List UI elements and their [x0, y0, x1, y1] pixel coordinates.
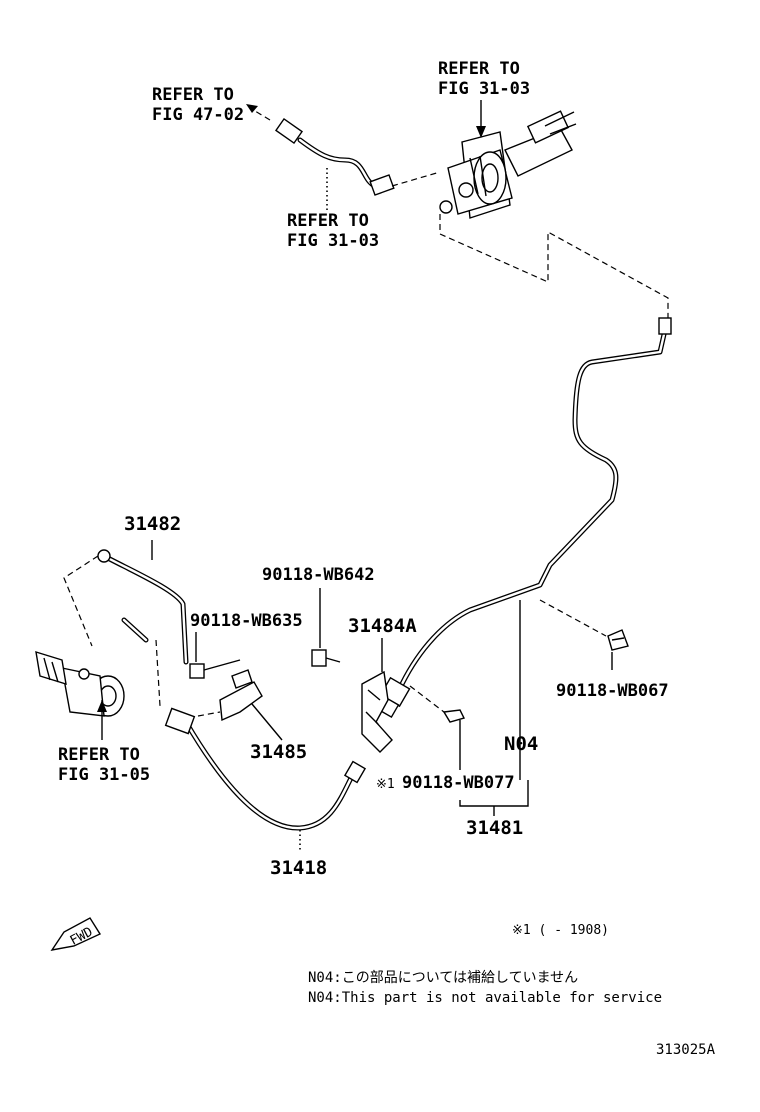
part-n04-label: N04 — [504, 733, 538, 755]
part-31481-label: 31481 — [466, 817, 523, 839]
wb077-note-mark: ※1 — [376, 777, 395, 792]
part-90118-wb642-label: 90118-WB642 — [262, 565, 375, 585]
part-31484a-label: 31484A — [348, 615, 417, 637]
part-31482-label: 31482 — [124, 513, 181, 535]
fwd-arrow: FWD — [50, 917, 102, 951]
footnote-range: ※1 ( - 1908) — [512, 923, 609, 938]
ref-fig-31-03-mid-line2: FIG 31-03 — [287, 231, 379, 251]
master-cylinder-assembly — [439, 110, 577, 219]
note-en: N04:This part is not available for servi… — [308, 990, 662, 1006]
part-90118-wb635-label: 90118-WB635 — [190, 611, 303, 631]
ref-fig-31-05-line1: REFER TO — [58, 745, 140, 765]
note-jp: N04:この部品については補給していません — [308, 970, 578, 986]
ref-fig-47-02-line2: FIG 47-02 — [152, 105, 244, 125]
bracket-31484a — [361, 670, 393, 753]
ref-fig-31-03-top-line1: REFER TO — [438, 59, 520, 79]
bolt-wb635 — [189, 659, 241, 679]
figure-code: 313025A — [656, 1042, 716, 1058]
part-31485-label: 31485 — [250, 741, 307, 763]
ref-fig-31-03-top-line2: FIG 31-03 — [438, 79, 530, 99]
ref-fig-31-05-line2: FIG 31-05 — [58, 765, 150, 785]
release-cylinder — [35, 650, 125, 717]
tube-31482 — [97, 549, 189, 665]
flexible-hose-31418 — [164, 707, 367, 831]
clip-wb067 — [607, 629, 629, 651]
part-90118-wb077-label: 90118-WB077 — [402, 773, 515, 793]
ref-fig-47-02-line1: REFER TO — [152, 85, 234, 105]
bolt-wb642 — [311, 649, 341, 667]
reservoir-hose — [246, 104, 441, 196]
clutch-pipe-main — [376, 317, 672, 719]
part-90118-wb067-label: 90118-WB067 — [556, 681, 669, 701]
part-31418-label: 31418 — [270, 857, 327, 879]
clip-wb077 — [442, 709, 466, 723]
ref-fig-31-03-mid-line1: REFER TO — [287, 211, 369, 231]
bracket-31485 — [219, 669, 263, 722]
